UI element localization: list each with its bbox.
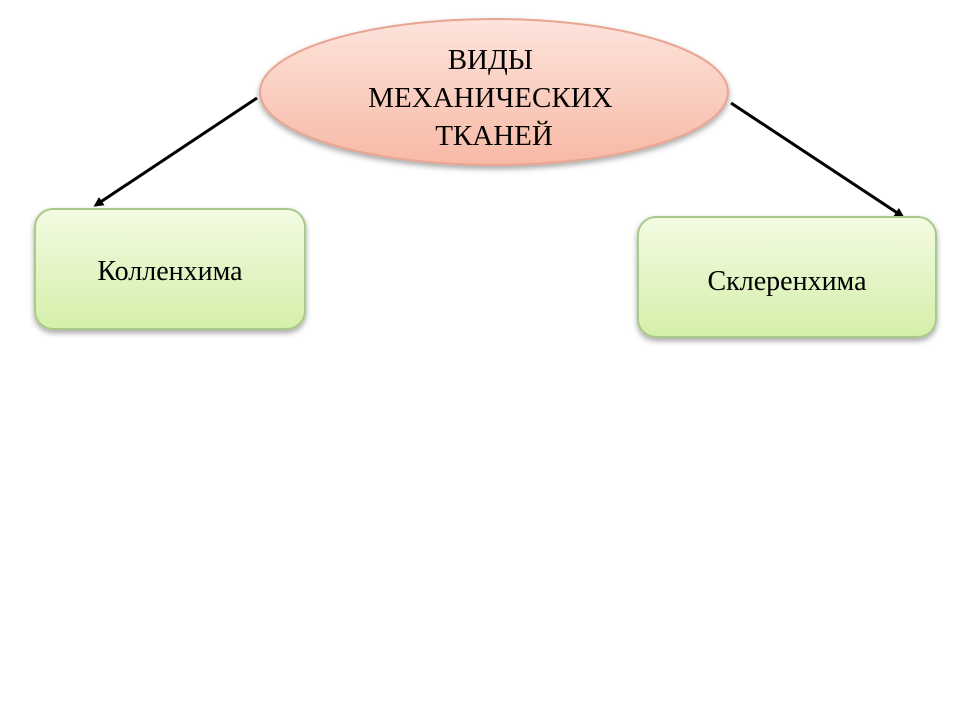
arrow-to-sclerenchyma [730, 101, 905, 218]
node-sclerenchyma: Склеренхима [637, 216, 937, 338]
root-ellipse [259, 18, 729, 166]
node-sclerenchyma-label: Склеренхима [707, 266, 867, 297]
node-sclerenchyma-box [637, 216, 937, 338]
node-collenchyma-label: Колленхима [97, 256, 243, 287]
root-label-line-3: ТКАНЕЙ [435, 120, 553, 152]
root-label-line-2: МЕХАНИЧЕСКИХ [368, 82, 612, 114]
arrow-to-collenchyma [93, 96, 258, 207]
root-label-line-1: ВИДЫ [448, 44, 533, 76]
node-collenchyma: Колленхима [34, 208, 306, 330]
root-label: ВИДЫ МЕХАНИЧЕСКИХ ТКАНЕЙ [368, 44, 620, 152]
root-node: ВИДЫ МЕХАНИЧЕСКИХ ТКАНЕЙ [259, 18, 729, 166]
node-collenchyma-box [34, 208, 306, 330]
